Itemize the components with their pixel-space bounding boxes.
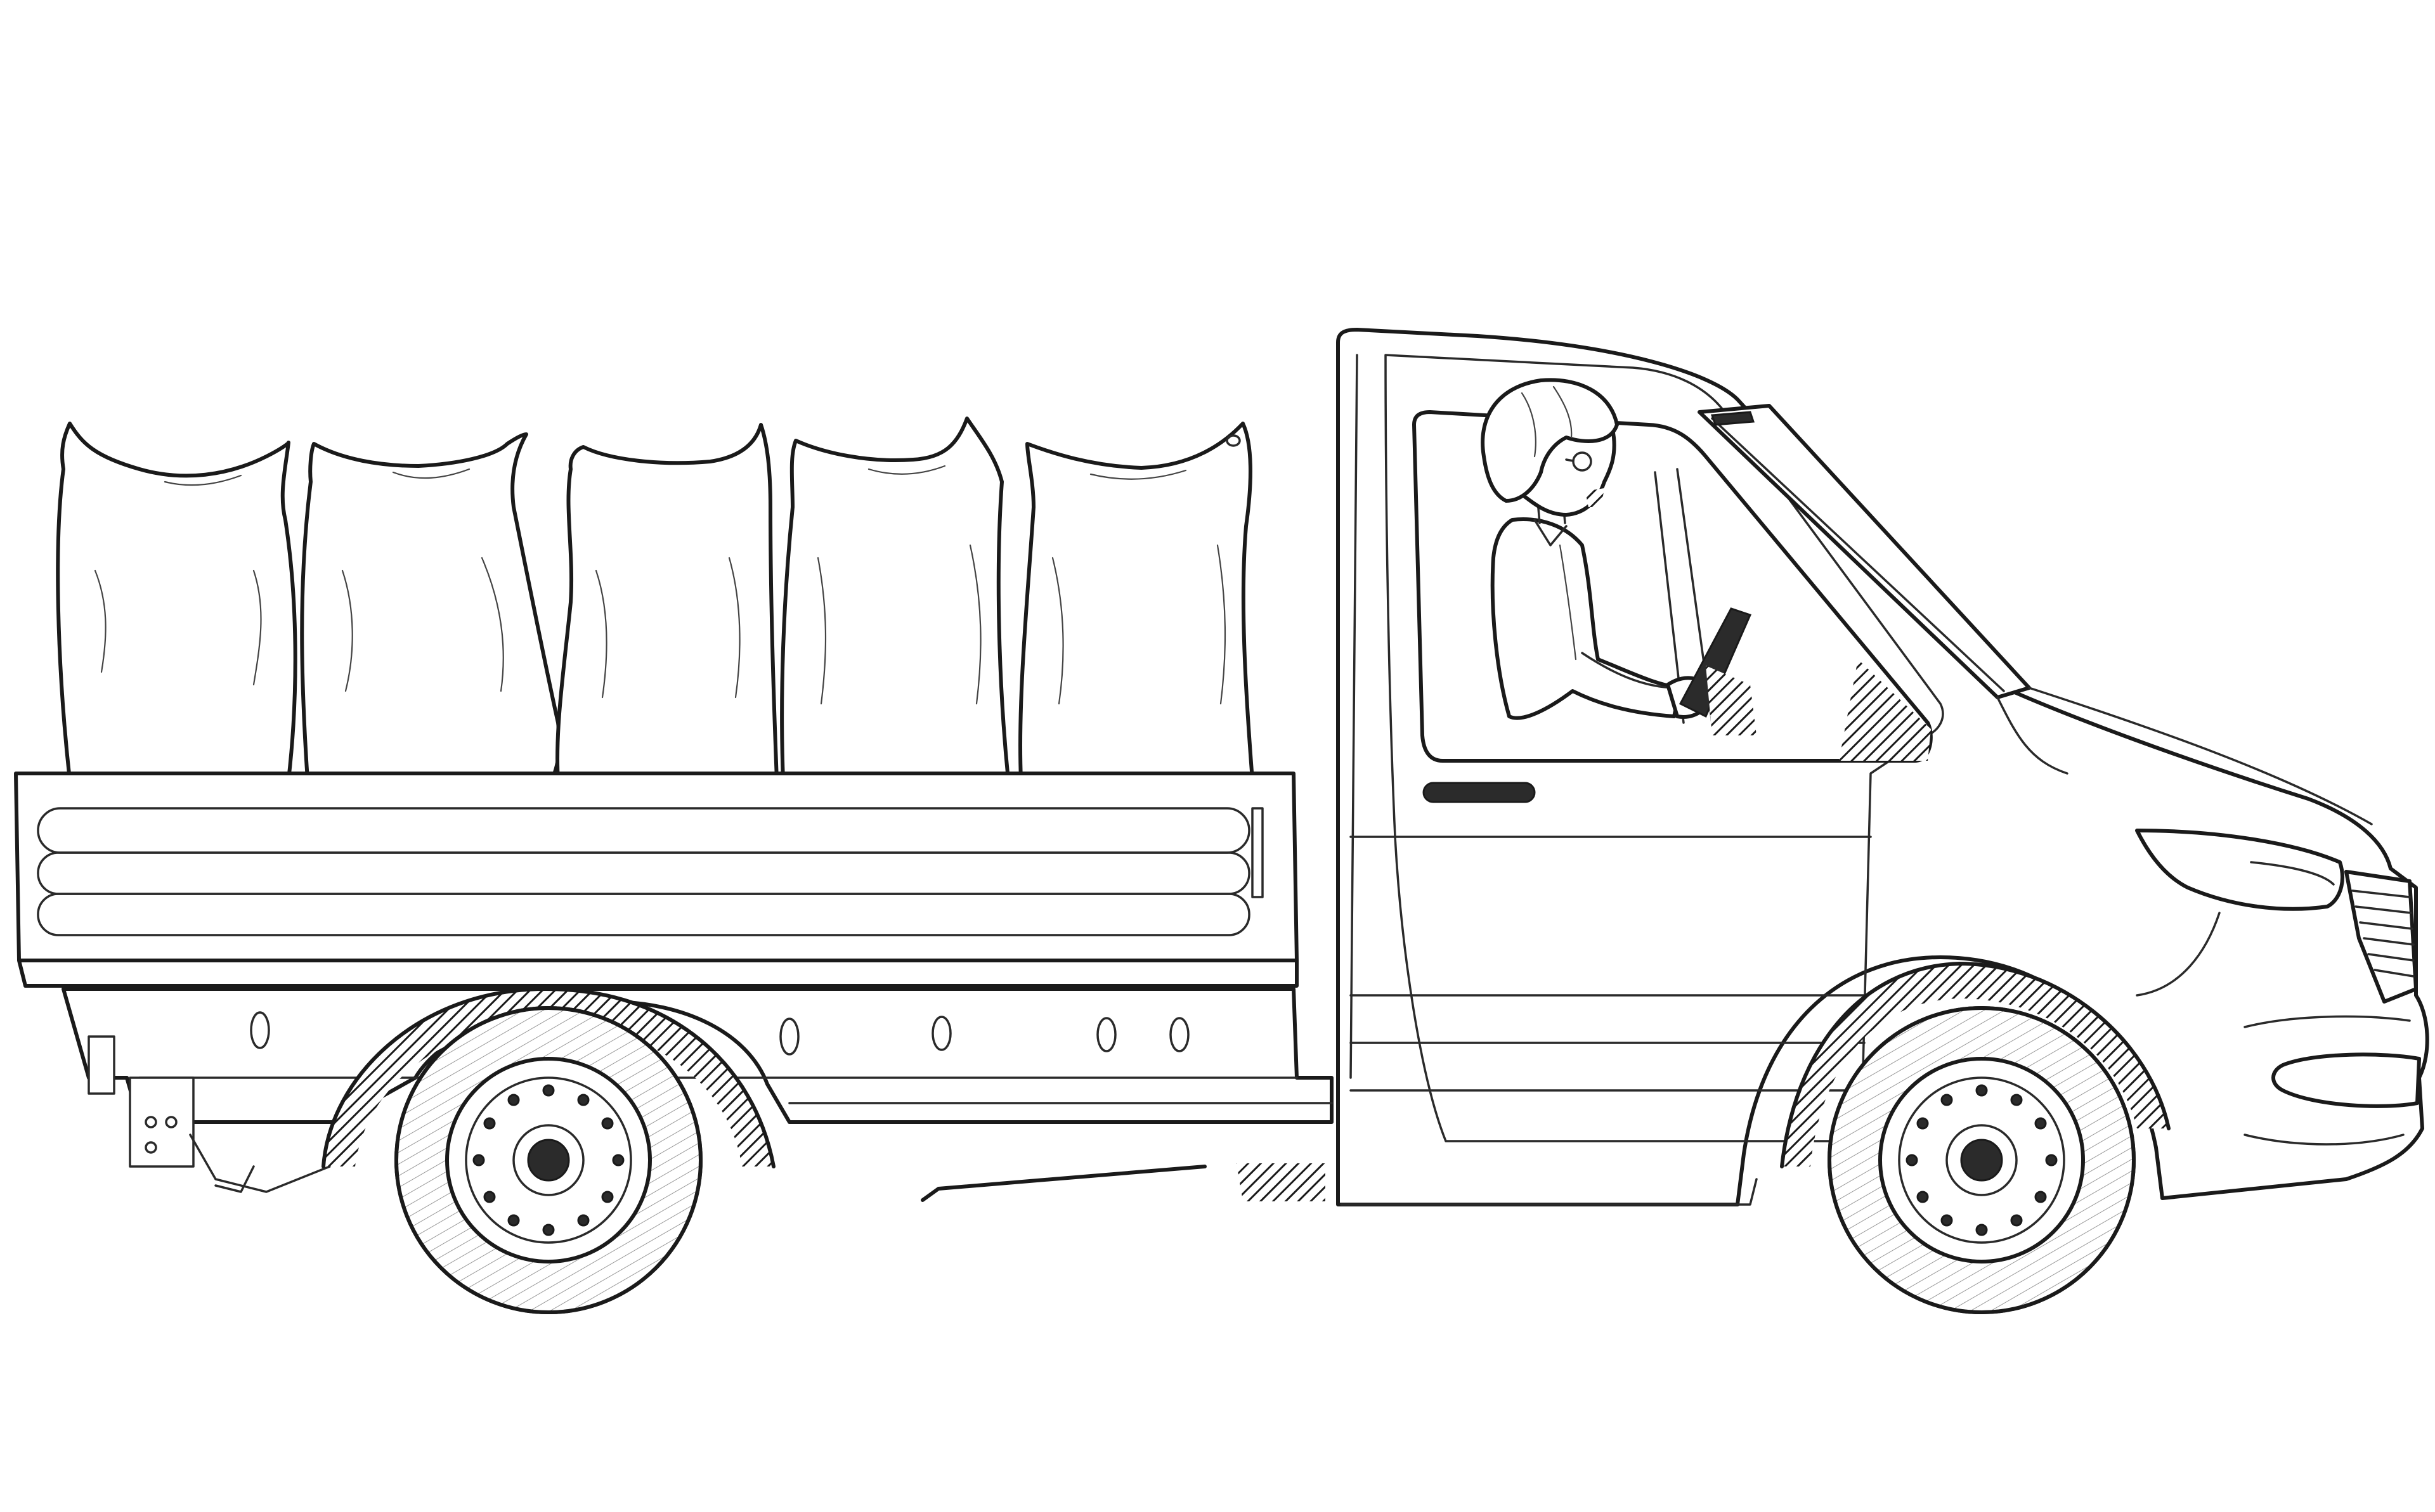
front-wheel-holes bbox=[1906, 1084, 2058, 1236]
rear-wheel-holes bbox=[472, 1084, 625, 1236]
front-wheel bbox=[1780, 962, 2171, 1314]
rear-wheel bbox=[321, 987, 776, 1314]
sack-2 bbox=[300, 432, 561, 782]
side-mirror bbox=[1710, 411, 1755, 426]
steering-wheel bbox=[1679, 607, 1752, 718]
sack-5 bbox=[1018, 422, 1254, 782]
driver bbox=[1481, 378, 1756, 735]
grille bbox=[2344, 870, 2418, 1004]
sack-1 bbox=[56, 422, 297, 782]
truck-bed bbox=[14, 772, 1334, 1202]
cargo-sacks bbox=[56, 417, 1254, 782]
headlight bbox=[2135, 829, 2344, 911]
door-handle bbox=[1422, 782, 1536, 803]
sack-4 bbox=[780, 417, 1010, 782]
sack-3 bbox=[555, 423, 779, 782]
